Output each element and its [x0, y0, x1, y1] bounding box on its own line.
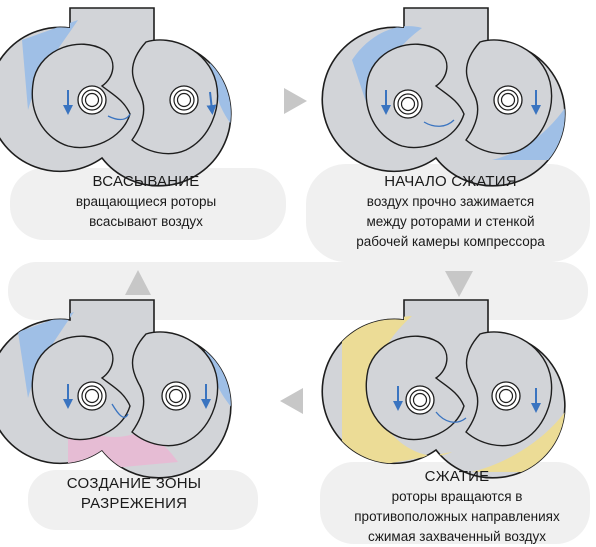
rotor-hub-right [161, 381, 191, 411]
rotor-hub-left [393, 89, 423, 119]
stage-title: НАЧАЛО СЖАТИЯ [384, 173, 517, 190]
compressed-air-left [342, 316, 452, 472]
rotor-hub-left [405, 385, 435, 415]
stage-line: воздух прочно зажимается [366, 194, 535, 209]
stage-line: сжимая захваченный воздух [367, 529, 547, 544]
compressor-suction [0, 7, 232, 187]
rotor-hub-right [493, 85, 523, 115]
stage-line: вращающиеся роторы [75, 194, 217, 209]
suction-air-pocket-left [18, 312, 74, 398]
rotor-hub-left [77, 85, 107, 115]
caption-compression: СЖАТИЕ роторы вращаются в противоположны… [318, 467, 596, 547]
trapped-air-right [492, 80, 565, 160]
stage-title: ВСАСЫВАНИЕ [92, 173, 200, 190]
rotor-hub-left [77, 381, 107, 411]
caption-suction: ВСАСЫВАНИЕ вращающиеся роторы всасывают … [0, 172, 292, 232]
flow-arrow-down-icon [445, 271, 473, 297]
flow-arrow-up-icon [125, 270, 151, 295]
caption-start-compression: НАЧАЛО СЖАТИЯ воздух прочно зажимается м… [305, 172, 596, 252]
compressor-compression [321, 299, 566, 479]
stage-line: роторы вращаются в [391, 489, 523, 504]
flow-arrow-left-icon [280, 388, 303, 414]
stage-title: СОЗДАНИЕ ЗОНЫ [66, 475, 202, 492]
stage-title: СЖАТИЕ [424, 468, 490, 485]
rotor-hub-right [169, 85, 199, 115]
rotor-hub-right [491, 381, 521, 411]
compressor-start-compression [321, 7, 566, 187]
stage-title-line-2: РАЗРЕЖЕНИЯ [80, 495, 188, 512]
flow-arrow-right-icon [284, 88, 307, 114]
compressor-vacuum-zone [0, 299, 232, 479]
caption-vacuum-zone: СОЗДАНИЕ ЗОНЫ РАЗРЕЖЕНИЯ [0, 474, 268, 514]
stage-line: между роторами и стенкой [366, 214, 535, 229]
rotation-arrow-right-icon [206, 91, 217, 115]
stage-line: противоположных направлениях [354, 509, 560, 524]
stage-line: рабочей камеры компрессора [356, 234, 545, 249]
stage-line: всасывают воздух [89, 214, 203, 229]
